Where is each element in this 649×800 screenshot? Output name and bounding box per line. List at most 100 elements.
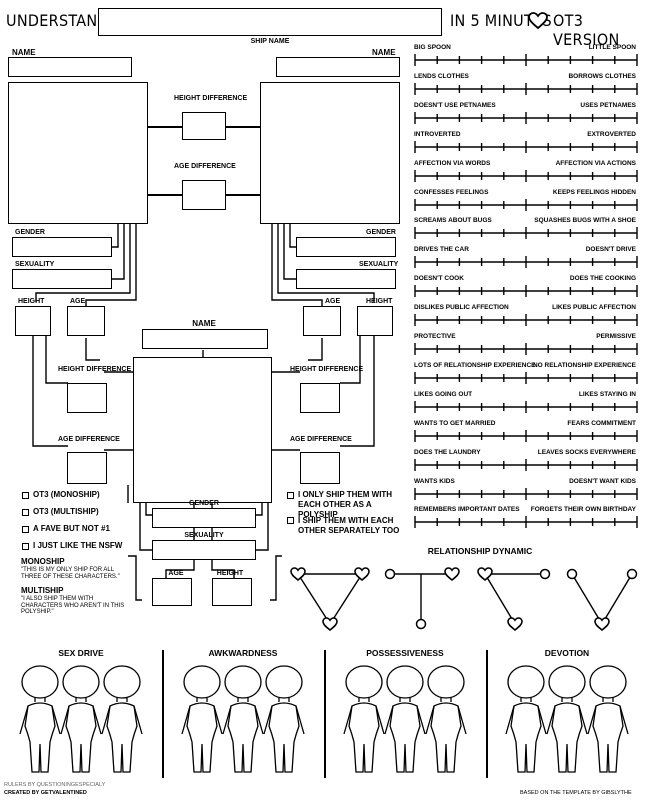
header-in-5-minutes: IN 5 MINUTES bbox=[450, 11, 552, 30]
height-diff-label-right: HEIGHT DIFFERENCE bbox=[290, 366, 364, 373]
scale-right-label: DOESN'T WANT KIDS bbox=[569, 477, 636, 485]
scale-left-label: REMEMBERS IMPORTANT DATES bbox=[414, 506, 520, 514]
age-diff-label-left: AGE DIFFERENCE bbox=[58, 436, 120, 443]
sexuality-label-center: SEXUALITY bbox=[184, 532, 224, 539]
scale-right-label: LIKES STAYING IN bbox=[578, 390, 636, 398]
scale-left-label: DOESN'T USE PETNAMES bbox=[414, 101, 496, 109]
scale-left-label: INTROVERTED bbox=[414, 130, 461, 138]
scale-ruler[interactable] bbox=[414, 53, 638, 67]
chibi-figures[interactable] bbox=[324, 662, 486, 782]
scale-left-label: DRIVES THE CAR bbox=[414, 246, 469, 254]
scale-left-label: DOESN'T COOK bbox=[414, 275, 464, 283]
chibi-figures[interactable] bbox=[0, 662, 162, 782]
height-field-left[interactable] bbox=[15, 306, 51, 336]
scale-left-label: CONFESSES FEELINGS bbox=[414, 188, 489, 196]
height-field-center[interactable] bbox=[212, 578, 252, 606]
sexuality-label-right: SEXUALITY bbox=[359, 261, 399, 268]
scale-ruler[interactable] bbox=[414, 226, 638, 240]
scale-left-label: WANTS KIDS bbox=[414, 477, 455, 485]
scale-ruler[interactable] bbox=[414, 255, 638, 269]
checkbox-ot3-monoship[interactable] bbox=[22, 492, 29, 499]
gender-label-right: GENDER bbox=[366, 229, 396, 236]
scale-ruler[interactable] bbox=[414, 458, 638, 472]
scale-right-label: AFFECTION VIA ACTIONS bbox=[555, 159, 636, 167]
portrait-left[interactable] bbox=[8, 82, 148, 224]
category-title: AWKWARDNESS bbox=[208, 648, 278, 658]
category-title: DEVOTION bbox=[544, 648, 590, 658]
scale-ruler[interactable] bbox=[414, 313, 638, 327]
name-field-right[interactable] bbox=[276, 57, 400, 77]
name-field-left[interactable] bbox=[8, 57, 132, 77]
scale-left-label: AFFECTION VIA WORDS bbox=[414, 159, 491, 167]
option-fave: A FAVE BUT NOT #1 bbox=[33, 524, 110, 533]
age-diff-field-top[interactable] bbox=[182, 180, 226, 210]
scale-right-label: KEEPS FEELINGS HIDDEN bbox=[552, 188, 636, 196]
relationship-dynamic-title: RELATIONSHIP DYNAMIC bbox=[427, 546, 533, 556]
scale-right-label: EXTROVERTED bbox=[587, 130, 636, 138]
checkbox-fave[interactable] bbox=[22, 526, 29, 533]
scale-ruler[interactable] bbox=[414, 140, 638, 154]
scale-left-label: DISLIKES PUBLIC AFFECTION bbox=[414, 304, 509, 312]
checkbox-ot3-multiship[interactable] bbox=[22, 509, 29, 516]
scale-ruler[interactable] bbox=[414, 169, 638, 183]
height-diff-field-right[interactable] bbox=[300, 383, 340, 413]
category-divider bbox=[486, 650, 488, 778]
height-diff-label-top: HEIGHT DIFFERENCE bbox=[174, 95, 248, 102]
age-field-left[interactable] bbox=[67, 306, 105, 336]
age-diff-field-right[interactable] bbox=[300, 452, 340, 484]
scale-ruler[interactable] bbox=[414, 284, 638, 298]
age-diff-label-right: AGE DIFFERENCE bbox=[290, 436, 352, 443]
height-diff-label-left: HEIGHT DIFFERENCE bbox=[58, 366, 132, 373]
age-label-center: AGE bbox=[168, 570, 184, 577]
scale-ruler[interactable] bbox=[414, 82, 638, 96]
portrait-center[interactable] bbox=[133, 357, 272, 503]
height-label-left: HEIGHT bbox=[18, 298, 45, 305]
portrait-right[interactable] bbox=[260, 82, 400, 224]
scale-right-label: SQUASHES BUGS WITH A SHOE bbox=[534, 217, 636, 225]
gender-field-center[interactable] bbox=[152, 508, 256, 528]
gender-field-left[interactable] bbox=[12, 237, 112, 257]
age-field-right[interactable] bbox=[303, 306, 341, 336]
sexuality-field-center[interactable] bbox=[152, 540, 256, 560]
scale-ruler[interactable] bbox=[414, 371, 638, 385]
name-label-right: NAME bbox=[372, 48, 396, 57]
age-diff-field-left[interactable] bbox=[67, 452, 107, 484]
scale-ruler[interactable] bbox=[414, 487, 638, 501]
ship-name-field[interactable] bbox=[98, 8, 442, 36]
checkbox-nsfw[interactable] bbox=[22, 543, 29, 550]
chibi-figures[interactable] bbox=[162, 662, 324, 782]
scale-ruler[interactable] bbox=[414, 429, 638, 443]
scale-ruler[interactable] bbox=[414, 111, 638, 125]
name-field-center[interactable] bbox=[142, 329, 268, 349]
scale-ruler[interactable] bbox=[414, 198, 638, 212]
option-ot3-multiship: OT3 (MULTISHIP) bbox=[33, 507, 99, 516]
sexuality-field-left[interactable] bbox=[12, 269, 112, 289]
gender-field-right[interactable] bbox=[296, 237, 396, 257]
monoship-title: MONOSHIP bbox=[21, 557, 65, 566]
category-divider bbox=[324, 650, 326, 778]
sexuality-field-right[interactable] bbox=[296, 269, 396, 289]
height-field-right[interactable] bbox=[357, 306, 393, 336]
ship-name-label: SHIP NAME bbox=[250, 38, 290, 45]
checkbox-polyship-only[interactable] bbox=[287, 492, 294, 499]
scale-right-label: LEAVES SOCKS EVERYWHERE bbox=[537, 448, 636, 456]
scale-ruler[interactable] bbox=[414, 515, 638, 529]
scale-left-label: LIKES GOING OUT bbox=[414, 390, 473, 398]
scale-right-label: LITTLE SPOON bbox=[588, 44, 636, 51]
scale-ruler[interactable] bbox=[414, 400, 638, 414]
age-label-right: AGE bbox=[325, 298, 341, 305]
checkbox-separately[interactable] bbox=[287, 517, 294, 524]
scale-left-label: DOES THE LAUNDRY bbox=[414, 448, 481, 456]
scale-right-label: NO RELATIONSHIP EXPERIENCE bbox=[532, 361, 636, 369]
multiship-text: "I ALSO SHIP THEM WITH CHARACTERS WHO AR… bbox=[21, 596, 125, 615]
chibi-figures[interactable] bbox=[486, 662, 648, 782]
age-field-center[interactable] bbox=[152, 578, 192, 606]
credit-based: BASED ON THE TEMPLATE BY GIBSLYTHE bbox=[520, 790, 632, 796]
credit-rulers: RULERS BY QuestioningEspecialy bbox=[4, 782, 106, 788]
height-diff-field-left[interactable] bbox=[67, 383, 107, 413]
multiship-title: MULTISHIP bbox=[21, 586, 64, 595]
height-diff-field-top[interactable] bbox=[182, 112, 226, 140]
scale-ruler[interactable] bbox=[414, 342, 638, 356]
scale-left-label: LENDS CLOTHES bbox=[414, 72, 469, 80]
option-polyship-only: I ONLY SHIP THEM WITH EACH OTHER AS A PO… bbox=[298, 490, 393, 519]
